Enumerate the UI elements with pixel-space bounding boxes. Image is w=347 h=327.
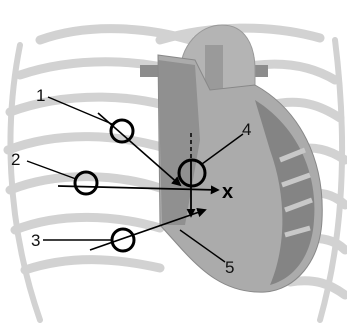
circle-3 [112, 229, 134, 251]
label-3: 3 [31, 231, 40, 250]
label-4: 4 [242, 120, 251, 139]
label-5: 5 [225, 258, 234, 277]
label-2: 2 [11, 150, 20, 169]
target-x-label: x [222, 181, 233, 203]
label-1: 1 [36, 86, 45, 105]
